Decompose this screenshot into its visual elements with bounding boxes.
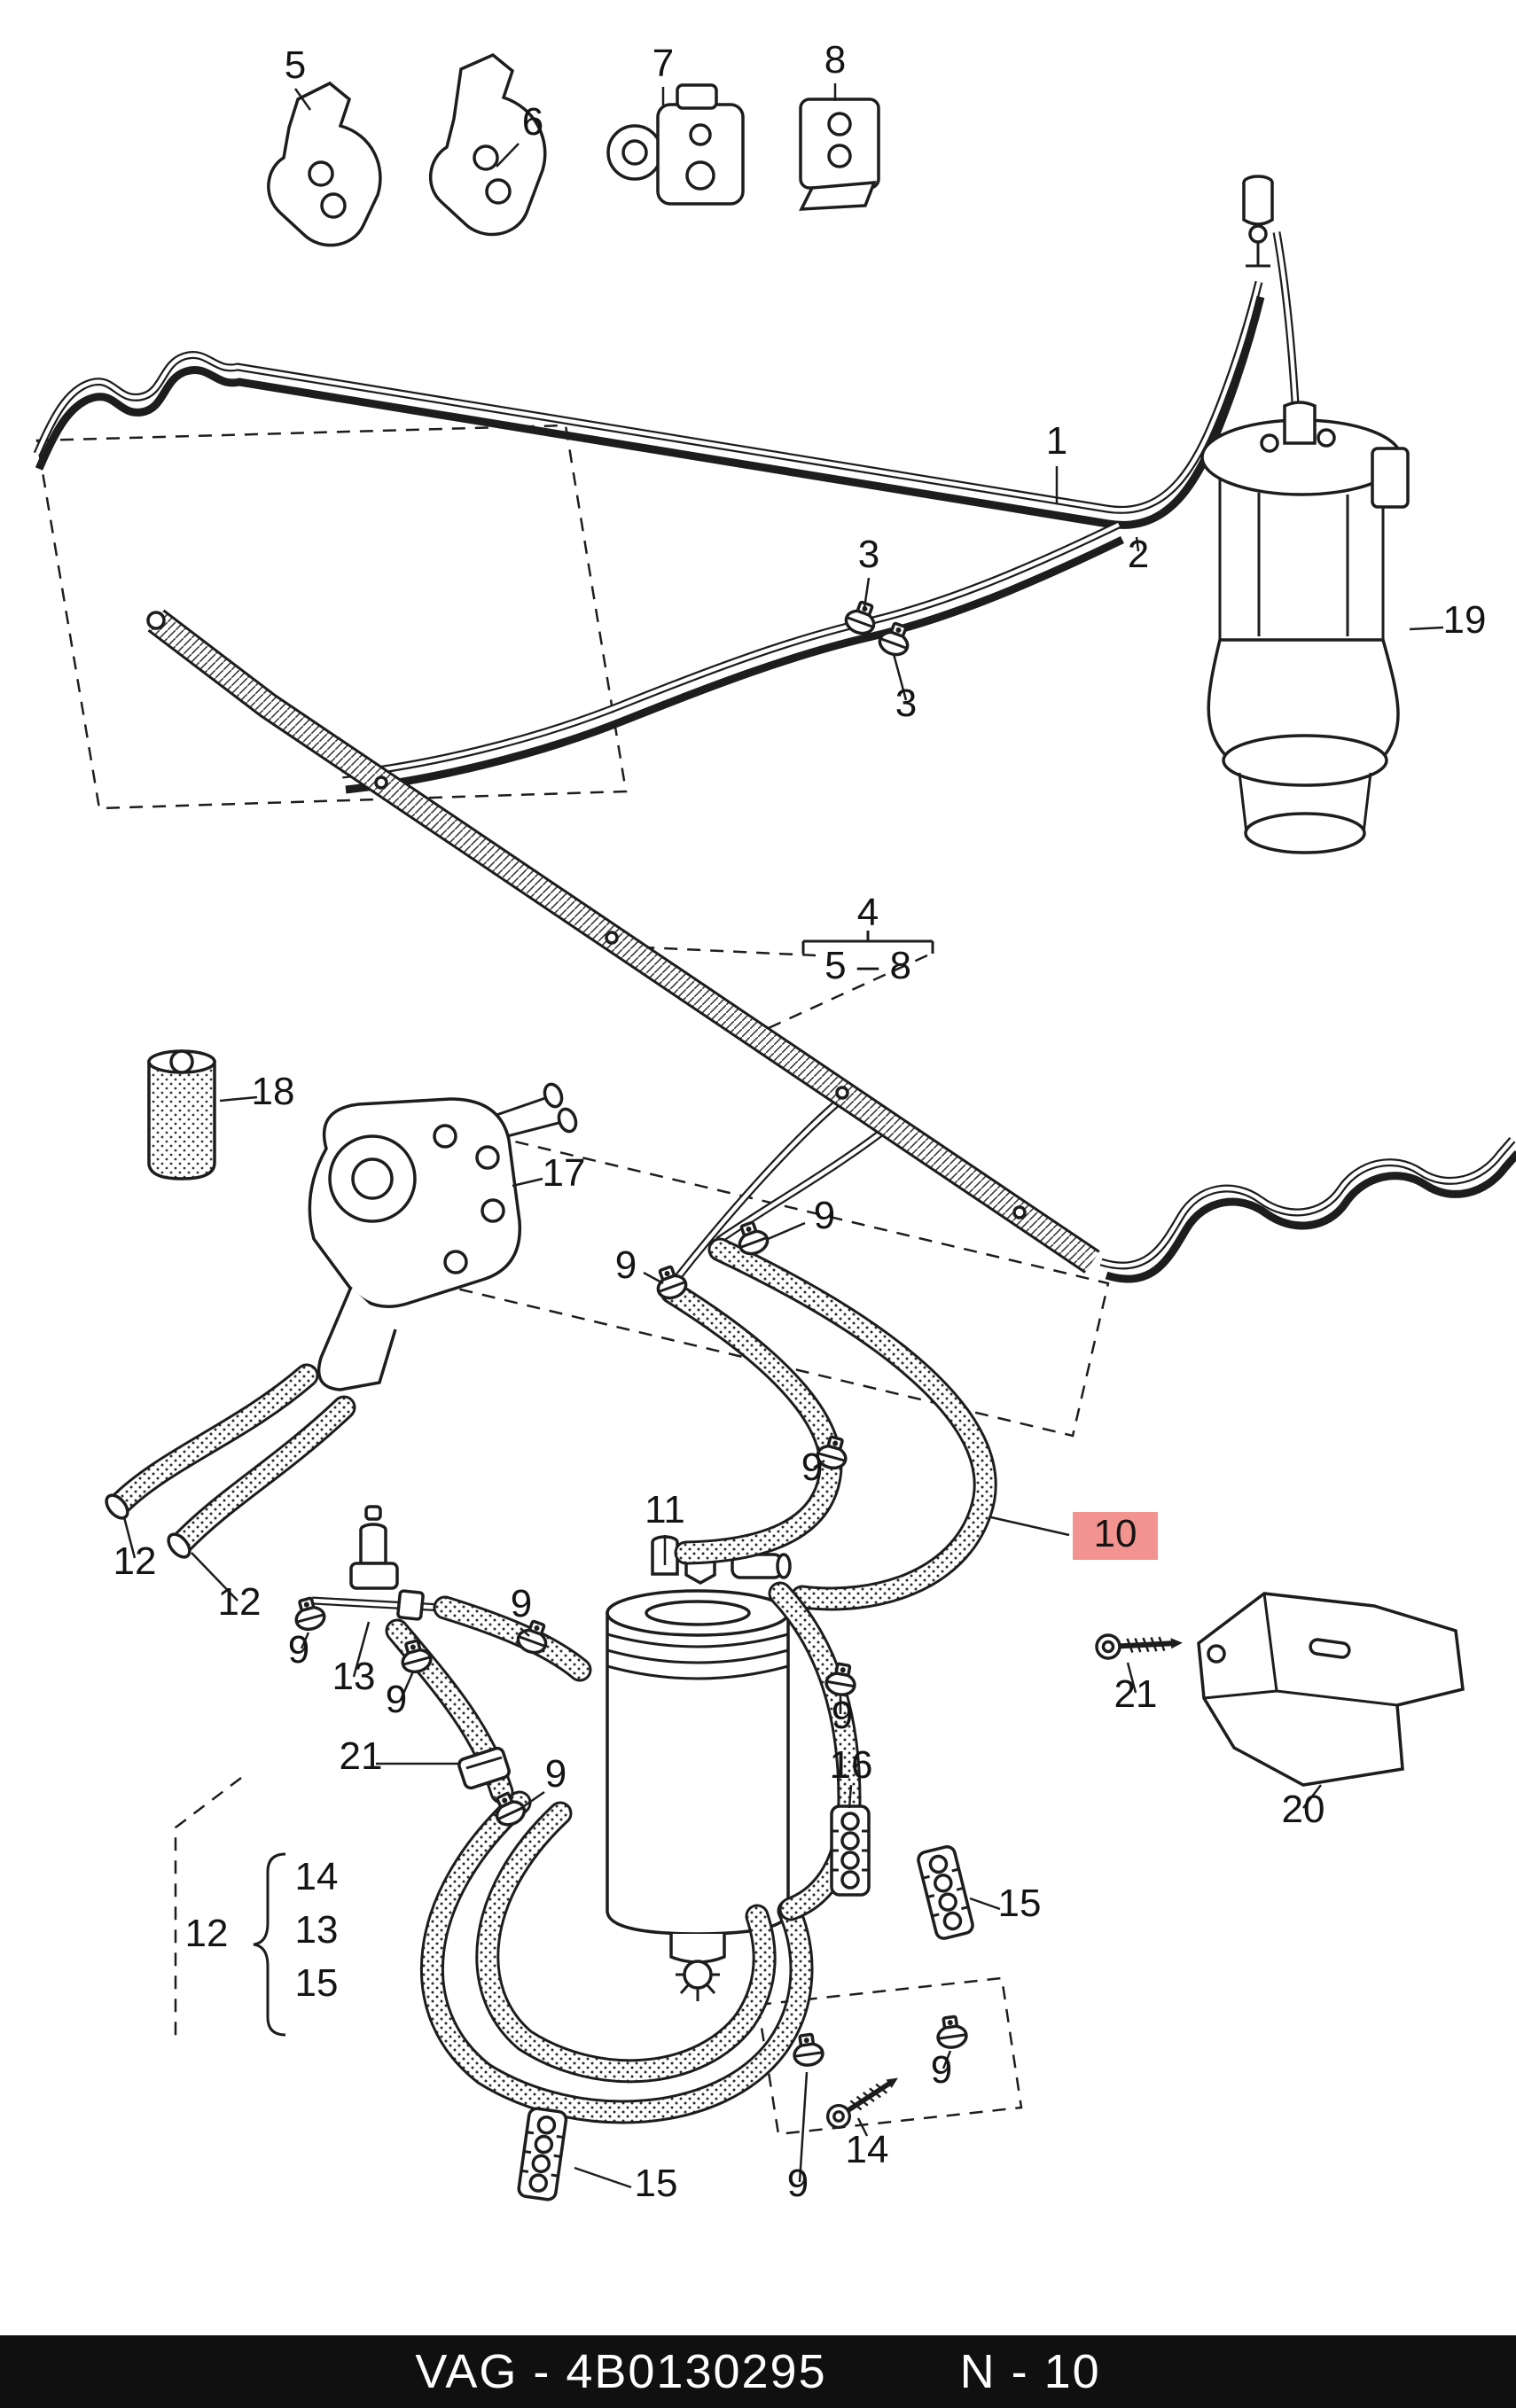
fuel-filter <box>606 1535 792 2001</box>
part-label-9: 9 <box>931 2048 952 2092</box>
hose-clamp <box>934 2014 970 2051</box>
screw-21 <box>1096 1632 1183 1659</box>
part-label-21: 21 <box>340 1734 383 1778</box>
line-clip-block-16 <box>830 1804 871 1897</box>
line-clip-block-15 <box>915 1843 976 1942</box>
line-clip-block-15 <box>516 2106 569 2202</box>
part-label-12: 12 <box>185 1912 229 1955</box>
part-label-14: 14 <box>846 2128 889 2171</box>
part-label-6: 6 <box>522 100 543 144</box>
retaining-clip-6 <box>428 52 547 237</box>
group-brace-12 <box>253 1852 286 2037</box>
footer-part-number: VAG - 4B0130295 <box>415 2345 827 2398</box>
leader-lines <box>122 83 1444 2189</box>
fuel-filter-cartridge <box>147 1049 216 1181</box>
part-label-5-8: 5 – 8 <box>824 944 911 987</box>
fuel-supply-lines <box>33 280 1516 1290</box>
heat-shield <box>1197 1592 1465 1787</box>
part-label-9: 9 <box>787 2162 809 2205</box>
part-label-4: 4 <box>857 891 879 934</box>
part-label-3: 3 <box>895 682 917 725</box>
part-label-9: 9 <box>615 1243 637 1287</box>
screw-14 <box>824 2069 904 2131</box>
part-label-15: 15 <box>998 1882 1042 1925</box>
fuel-line-conduit <box>146 609 1100 1274</box>
hose-bracket-21 <box>457 1746 511 1790</box>
part-label-15: 15 <box>635 2162 678 2205</box>
part-label-19: 19 <box>1443 598 1487 642</box>
part-label-13: 13 <box>295 1908 339 1952</box>
part-label-9: 9 <box>814 1194 835 1237</box>
part-label-9: 9 <box>288 1628 309 1672</box>
part-label-14: 14 <box>295 1855 339 1898</box>
part-label-15: 15 <box>295 1961 339 2005</box>
part-label-9: 9 <box>832 1694 853 1737</box>
part-label-1: 1 <box>1046 419 1067 463</box>
hose-clamp <box>790 2031 826 2069</box>
part-label-17: 17 <box>543 1151 586 1195</box>
part-label-2: 2 <box>1128 533 1149 576</box>
part-label-9: 9 <box>801 1446 823 1489</box>
part-label-9: 9 <box>511 1582 532 1625</box>
highlight-box-part-10 <box>1073 1512 1158 1560</box>
part-labels: 5 6 7 8 1 2 3 3 19 4 5 – 8 18 17 9 9 9 1… <box>113 38 1487 2205</box>
part-label-18: 18 <box>252 1070 295 1113</box>
part-label-3: 3 <box>858 533 879 576</box>
part-label-12: 12 <box>218 1580 262 1624</box>
part-label-20: 20 <box>1282 1788 1325 1831</box>
part-label-9: 9 <box>386 1678 407 1721</box>
part-label-11: 11 <box>645 1488 685 1531</box>
part-label-5: 5 <box>285 43 306 87</box>
group-bracket-4 <box>801 931 934 954</box>
part-label-10-highlighted: 10 <box>1094 1512 1137 1555</box>
dashed-group-outlines <box>35 424 1110 2136</box>
part-label-12: 12 <box>113 1539 157 1583</box>
part-label-9: 9 <box>545 1752 567 1796</box>
retaining-clip-5 <box>267 81 382 247</box>
check-valve <box>311 1505 444 1621</box>
part-label-8: 8 <box>824 38 846 82</box>
tandem-pump <box>308 1082 578 1391</box>
retaining-clip-8 <box>799 97 880 211</box>
part-label-13: 13 <box>332 1655 376 1698</box>
footer-page-ref: N - 10 <box>959 2345 1101 2398</box>
part-label-7: 7 <box>653 42 674 85</box>
part-label-16: 16 <box>830 1743 873 1787</box>
part-label-21: 21 <box>1114 1672 1158 1716</box>
retaining-clip-7 <box>606 83 745 206</box>
fuel-pump-assembly <box>1200 175 1410 854</box>
footer-bar: VAG - 4B0130295 N - 10 <box>0 2335 1516 2408</box>
